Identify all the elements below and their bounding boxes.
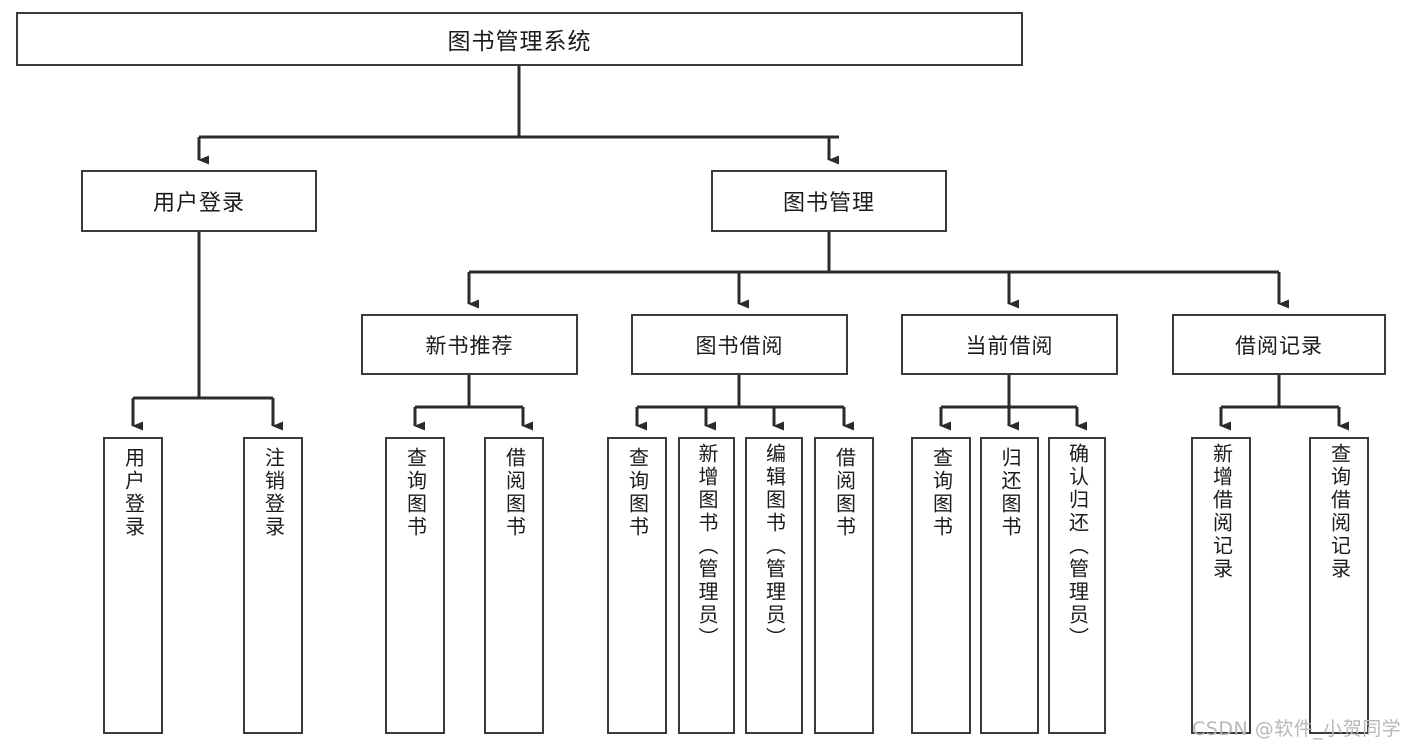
node-label: 查询图书 bbox=[403, 447, 428, 539]
node-label: 图书借阅 bbox=[695, 333, 784, 358]
node-label: 编辑图书（管理员） bbox=[762, 443, 787, 650]
watermark-csdn: CSDN @软件_小贺同学 bbox=[1192, 718, 1402, 740]
node-label: 注销登录 bbox=[261, 447, 286, 539]
node-label: 新书推荐 bbox=[425, 333, 514, 358]
node-current-borrow[interactable]: 当前借阅 bbox=[901, 314, 1118, 375]
node-book-borrow[interactable]: 图书借阅 bbox=[631, 314, 848, 375]
node-user-login[interactable]: 用户登录 bbox=[81, 170, 317, 232]
node-label: 查询图书 bbox=[625, 447, 650, 539]
node-leaf-borrow-book-recommend[interactable]: 借阅图书 bbox=[484, 437, 544, 734]
node-leaf-logout[interactable]: 注销登录 bbox=[243, 437, 303, 734]
node-leaf-query-book-current[interactable]: 查询图书 bbox=[911, 437, 971, 734]
node-leaf-add-book-admin[interactable]: 新增图书（管理员） bbox=[678, 437, 735, 734]
node-label: 查询借阅记录 bbox=[1327, 443, 1352, 581]
node-new-book-recommend[interactable]: 新书推荐 bbox=[361, 314, 578, 375]
node-label: 借阅记录 bbox=[1235, 333, 1323, 358]
node-leaf-query-borrow-record[interactable]: 查询借阅记录 bbox=[1309, 437, 1369, 734]
node-leaf-user-login[interactable]: 用户登录 bbox=[103, 437, 163, 734]
node-leaf-borrow-book[interactable]: 借阅图书 bbox=[814, 437, 874, 734]
node-label: 确认归还（管理员） bbox=[1065, 443, 1090, 650]
node-label: 图书管理系统 bbox=[447, 29, 592, 55]
node-leaf-query-book-recommend[interactable]: 查询图书 bbox=[385, 437, 445, 734]
node-label: 当前借阅 bbox=[965, 333, 1054, 358]
node-leaf-add-borrow-record[interactable]: 新增借阅记录 bbox=[1191, 437, 1251, 734]
node-leaf-query-book-borrow[interactable]: 查询图书 bbox=[607, 437, 667, 734]
node-borrow-record[interactable]: 借阅记录 bbox=[1172, 314, 1386, 375]
node-leaf-return-book[interactable]: 归还图书 bbox=[980, 437, 1039, 734]
node-root-system[interactable]: 图书管理系统 bbox=[16, 12, 1023, 66]
node-label: 用户登录 bbox=[121, 447, 146, 539]
node-book-management[interactable]: 图书管理 bbox=[711, 170, 947, 232]
node-label: 新增借阅记录 bbox=[1209, 443, 1234, 581]
node-label: 归还图书 bbox=[998, 447, 1022, 539]
node-label: 用户登录 bbox=[152, 191, 245, 216]
node-label: 查询图书 bbox=[929, 447, 954, 539]
node-leaf-edit-book-admin[interactable]: 编辑图书（管理员） bbox=[745, 437, 803, 734]
node-leaf-confirm-return-admin[interactable]: 确认归还（管理员） bbox=[1048, 437, 1106, 734]
node-label: 新增图书（管理员） bbox=[695, 443, 719, 650]
node-label: 借阅图书 bbox=[832, 447, 857, 539]
node-label: 借阅图书 bbox=[502, 447, 527, 539]
node-label: 图书管理 bbox=[782, 191, 875, 216]
